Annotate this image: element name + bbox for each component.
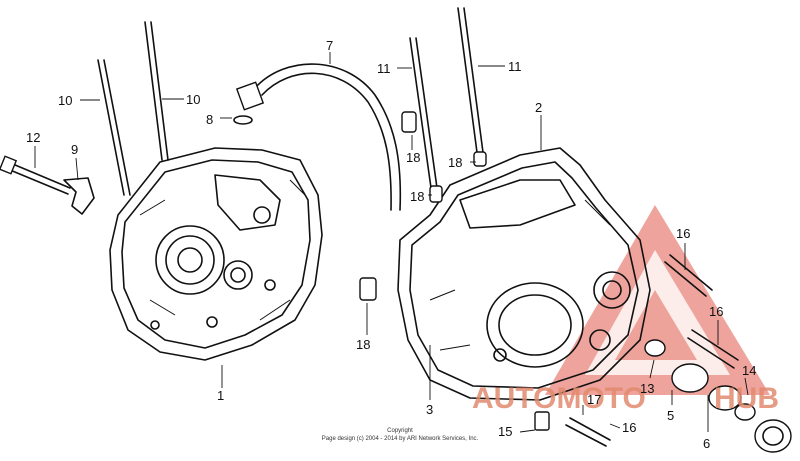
callout-1: 1 [217,388,224,403]
breather-hose [233,63,402,211]
leader-lines [34,52,749,433]
callout-10-right: 10 [186,92,200,107]
callout-2: 2 [535,100,542,115]
left-crankcase [109,147,323,361]
callout-14: 14 [742,363,756,378]
callout-17: 17 [587,392,601,407]
callout-3: 3 [426,402,433,417]
callout-11-right: 11 [508,59,522,74]
dowel-pins [359,111,487,301]
watermark-brand: AUTOMOTO [472,382,646,415]
copyright-line-1: Copyright [387,428,413,434]
small-hardware [534,254,792,453]
callout-6: 6 [703,436,710,451]
callout-15: 15 [498,424,512,439]
callout-11-left: 11 [377,61,391,76]
callout-9: 9 [71,142,78,157]
callout-12: 12 [26,130,40,145]
callout-18-d: 18 [356,337,370,352]
callout-16-top: 16 [676,226,690,241]
callout-7: 7 [326,38,333,53]
callout-18-b: 18 [448,155,462,170]
bolt-and-bracket [0,155,95,215]
callout-10-left: 10 [58,93,72,108]
watermark-suffix: HUB [714,382,779,415]
copyright-line-2: Page design (c) 2004 - 2014 by ARI Netwo… [322,436,479,442]
callout-16-middle: 16 [709,304,723,319]
callout-13: 13 [640,381,654,396]
callout-8: 8 [206,112,213,127]
right-crankcase [397,147,651,401]
callout-16-bottom: 16 [622,420,636,435]
watermark-logo [545,205,770,395]
callout-5: 5 [667,408,674,423]
callout-18-a: 18 [406,150,420,165]
callout-18-c: 18 [410,189,424,204]
stud-bolts [97,7,485,196]
